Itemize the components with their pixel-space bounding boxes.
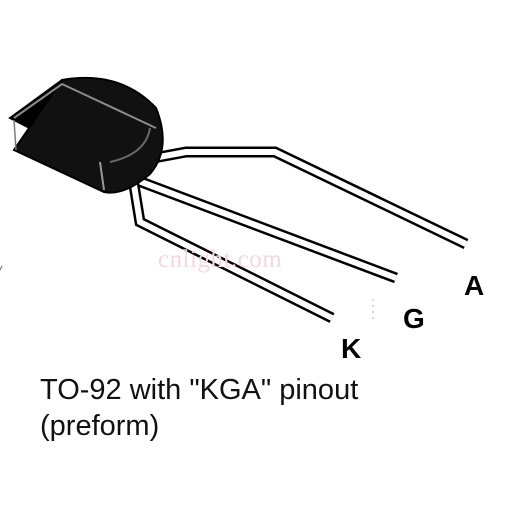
dotted-marks <box>372 299 374 319</box>
pin-label-k: K <box>341 333 362 364</box>
package-body <box>8 76 164 194</box>
caption-line-1: TO-92 with "KGA" pinout <box>40 374 359 406</box>
caption: TO-92 with "KGA" pinout (preform) <box>40 372 490 444</box>
pin-label-a: A <box>464 270 485 301</box>
lead-g <box>118 168 398 284</box>
caption-line-2: (preform) <box>40 410 160 442</box>
watermark-text: cnlight.com <box>158 246 283 273</box>
pin-label-g: G <box>403 303 425 334</box>
edge-tick <box>0 265 3 271</box>
